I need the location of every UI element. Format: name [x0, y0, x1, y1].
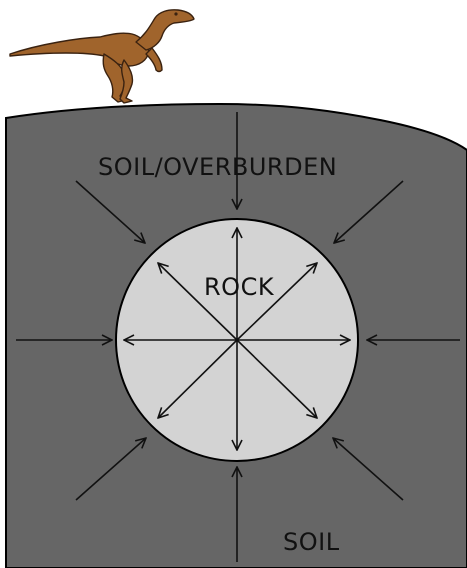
dinosaur-icon — [10, 10, 194, 103]
label-overburden: SOIL/OVERBURDEN — [98, 153, 337, 181]
label-soil: SOIL — [283, 528, 340, 556]
label-rock: ROCK — [204, 273, 275, 301]
